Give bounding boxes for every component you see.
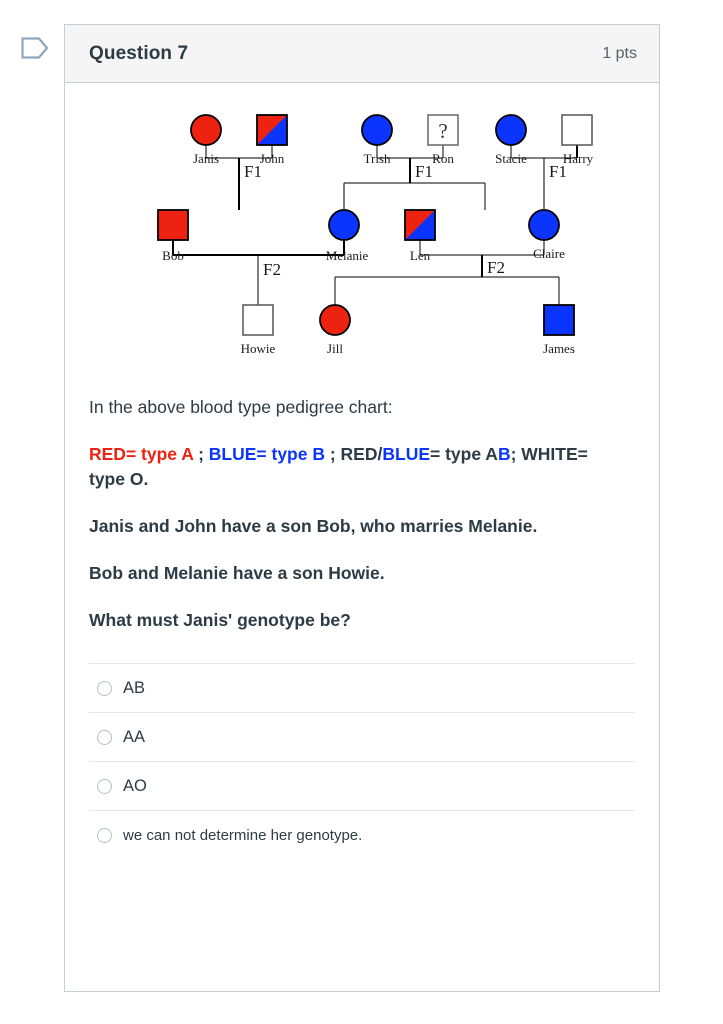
legend-type-ab-a: = type A bbox=[430, 444, 498, 464]
radio-icon[interactable] bbox=[97, 729, 112, 745]
pedigree-shape-james bbox=[543, 304, 575, 336]
legend-sep-2: ; bbox=[324, 444, 341, 464]
generation-marker-f1-c: F1 bbox=[549, 162, 567, 181]
pedigree-label-ron: Ron bbox=[432, 151, 454, 166]
question-body: ? bbox=[65, 83, 659, 860]
story-line-1: Janis and John have a son Bob, who marri… bbox=[89, 516, 538, 536]
page-title: Question 7 bbox=[89, 42, 189, 64]
answer-option-aa[interactable]: AA bbox=[89, 713, 635, 762]
pedigree-shape-janis bbox=[190, 114, 222, 146]
question-header: Question 7 1 pts bbox=[65, 25, 659, 83]
radio-icon[interactable] bbox=[97, 828, 112, 843]
answer-option-ab[interactable]: AB bbox=[89, 664, 635, 713]
pedigree-label-jill: Jill bbox=[327, 341, 343, 356]
legend-blue-type-b: BLUE= type B bbox=[208, 444, 325, 464]
points-badge: 1 pts bbox=[602, 44, 637, 62]
question-card: Question 7 1 pts bbox=[64, 24, 660, 992]
radio-icon[interactable] bbox=[97, 778, 112, 794]
pedigree-label-trish: Trish bbox=[364, 151, 391, 166]
intro-text: In the above blood type pedigree chart: bbox=[89, 397, 393, 417]
flag-outline-icon[interactable] bbox=[21, 37, 49, 59]
legend-text: RED= type A ; BLUE= type B ; RED/BLUE= t… bbox=[89, 442, 619, 492]
answer-options-list: AB AA AO we can not determine her genoty… bbox=[89, 663, 635, 860]
legend-slash: / bbox=[377, 444, 383, 464]
answer-option-cannot-determine[interactable]: we can not determine her genotype. bbox=[89, 811, 635, 860]
pedigree-shape-john bbox=[256, 114, 288, 146]
pedigree-label-john: John bbox=[260, 151, 285, 166]
pedigree-label-janis: Janis bbox=[193, 151, 219, 166]
pedigree-shape-bob bbox=[157, 209, 189, 241]
question-prompt: What must Janis' genotype be? bbox=[89, 610, 351, 630]
pedigree-shape-melanie bbox=[328, 209, 360, 241]
legend-type-ab-b: B bbox=[497, 444, 511, 464]
legend-sep-1: ; bbox=[193, 444, 209, 464]
pedigree-label-bob: Bob bbox=[162, 248, 184, 263]
answer-label: AO bbox=[123, 776, 147, 795]
radio-icon[interactable] bbox=[97, 680, 112, 696]
pedigree-shape-stacie bbox=[495, 114, 527, 146]
pedigree-shape-howie bbox=[242, 304, 274, 336]
pedigree-label-claire: Claire bbox=[533, 246, 565, 261]
answer-option-ao[interactable]: AO bbox=[89, 762, 635, 811]
pedigree-shape-ron: ? bbox=[427, 114, 459, 146]
pedigree-shape-trish bbox=[361, 114, 393, 146]
answer-label: AA bbox=[123, 727, 146, 746]
pedigree-label-stacie: Stacie bbox=[495, 151, 527, 166]
pedigree-label-james: James bbox=[543, 341, 575, 356]
story-line-2: Bob and Melanie have a son Howie. bbox=[89, 563, 385, 583]
pedigree-chart-svg: ? bbox=[157, 114, 594, 356]
pedigree-shape-jill bbox=[319, 304, 351, 336]
generation-marker-f1-b: F1 bbox=[415, 162, 433, 181]
pedigree-shape-harry bbox=[561, 114, 593, 146]
pedigree-label-len: Len bbox=[410, 248, 431, 263]
answer-label: we can not determine her genotype. bbox=[123, 827, 363, 844]
legend-red-word: RED bbox=[340, 444, 378, 464]
legend-blue-word: BLUE bbox=[382, 444, 431, 464]
answer-label: AB bbox=[123, 678, 146, 697]
pedigree-chart: ? bbox=[89, 105, 637, 395]
pedigree-label-melanie: Melanie bbox=[326, 248, 369, 263]
generation-marker-f2-b: F2 bbox=[487, 258, 505, 277]
pedigree-label-harry: Harry bbox=[563, 151, 594, 166]
unknown-marker: ? bbox=[438, 119, 447, 143]
legend-red-type-a: RED= type A bbox=[89, 444, 194, 464]
flag-icon-svg bbox=[21, 37, 49, 59]
legend-white-type-o: ; WHITE= type O. bbox=[89, 444, 588, 489]
generation-marker-f1-a: F1 bbox=[244, 162, 262, 181]
generation-marker-f2-a: F2 bbox=[263, 260, 281, 279]
pedigree-label-howie: Howie bbox=[241, 341, 276, 356]
pedigree-shape-len bbox=[404, 209, 436, 241]
pedigree-shape-claire bbox=[528, 209, 560, 241]
